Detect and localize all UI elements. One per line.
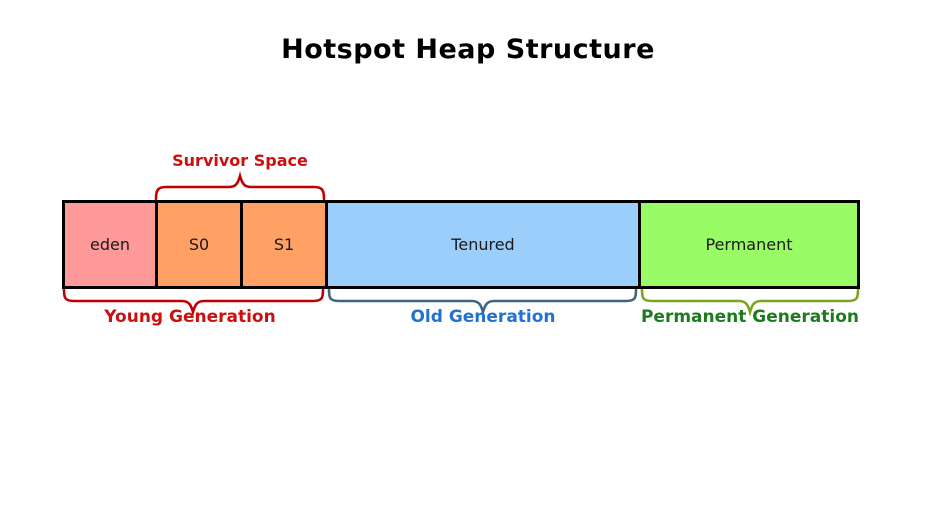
diagram-title: Hotspot Heap Structure xyxy=(281,34,655,65)
segment-eden-label: eden xyxy=(90,235,130,254)
young-generation-label: Young Generation xyxy=(104,307,276,327)
segment-s1-label: S1 xyxy=(273,235,295,254)
segment-permanent-label: Permanent xyxy=(705,235,793,254)
survivor-space-label: Survivor Space xyxy=(172,151,308,170)
segment-permanent: Permanent xyxy=(638,200,860,289)
segment-tenured-label: Tenured xyxy=(451,235,515,254)
segment-s1: S1 xyxy=(240,200,328,289)
permanent-generation-label: Permanent Generation xyxy=(640,307,860,327)
segment-s0: S0 xyxy=(155,200,243,289)
segment-s0-label: S0 xyxy=(188,235,210,254)
segment-eden: eden xyxy=(62,200,158,289)
old-generation-label: Old Generation xyxy=(410,307,556,327)
segment-tenured: Tenured xyxy=(325,200,641,289)
